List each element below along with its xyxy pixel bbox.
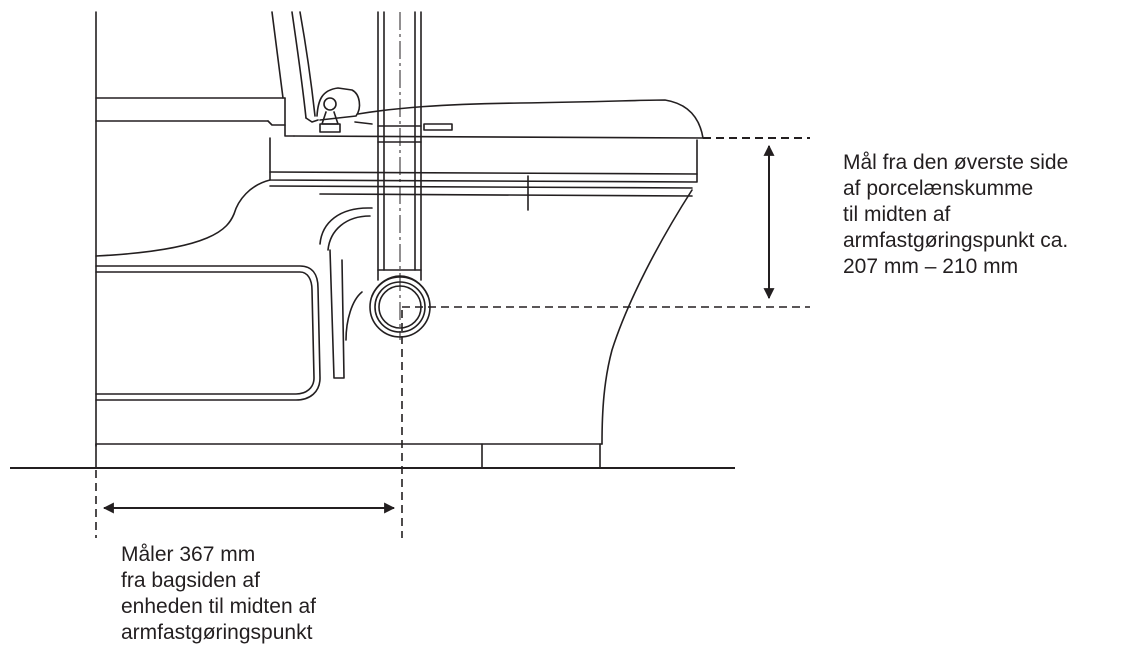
height-callout-line: armfastgøringspunkt ca.: [843, 229, 1069, 252]
depth-callout: Måler 367 mm fra bagsiden af enheden til…: [121, 542, 316, 646]
raised-lid: [271, 11, 319, 123]
height-callout-line: 207 mm – 210 mm: [843, 255, 1019, 278]
height-callout-line: til midten af: [843, 203, 951, 226]
side-recess-panel: [95, 207, 373, 401]
toilet-seat: [293, 99, 704, 139]
depth-callout-line: Måler 367 mm: [121, 543, 256, 566]
height-callout: Mål fra den øverste side af porcelænskum…: [843, 150, 1068, 280]
tank-cover: [95, 97, 295, 137]
height-dimension: [402, 137, 810, 308]
depth-callout-line: armfastgøringspunkt: [121, 621, 313, 644]
height-callout-line: af porcelænskumme: [843, 177, 1034, 200]
toilet-unit: [95, 11, 704, 469]
unit-base: [95, 443, 601, 469]
depth-dimension: [95, 310, 403, 538]
depth-callout-line: fra bagsiden af: [121, 569, 260, 592]
seat-ring: [269, 137, 698, 189]
seat-hinge: [316, 87, 361, 133]
depth-callout-line: enheden til midten af: [121, 595, 316, 618]
porcelain-bowl: [95, 175, 693, 445]
height-callout-line: Mål fra den øverste side: [843, 151, 1069, 174]
